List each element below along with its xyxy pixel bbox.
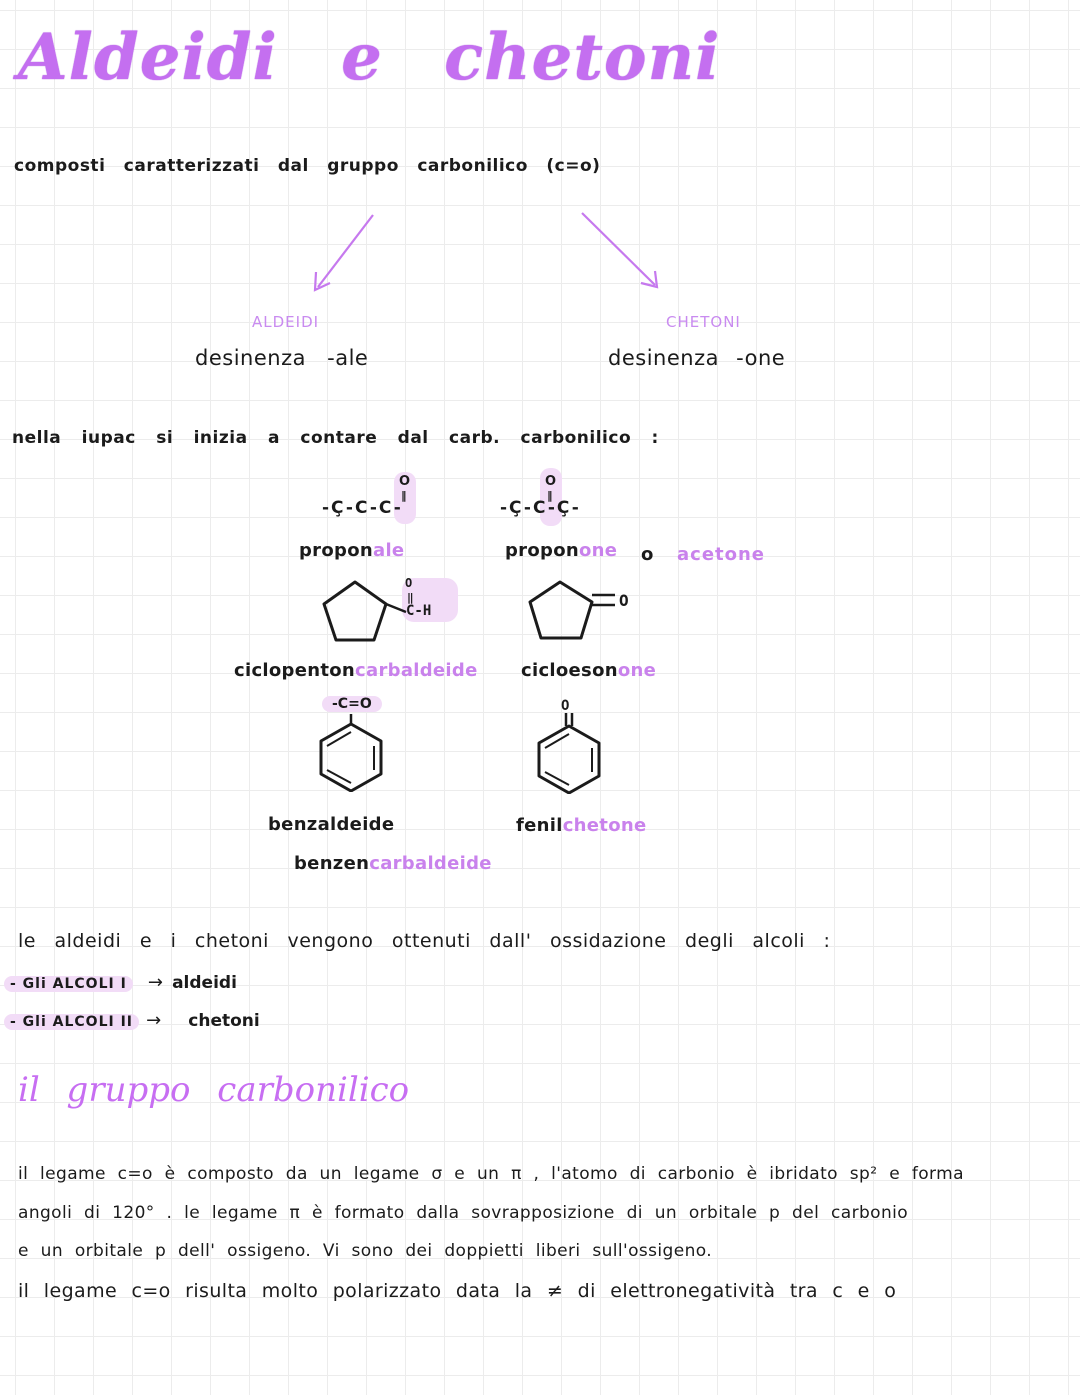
propanone-formula: O ‖ -Ç-C-Ç-	[498, 468, 618, 528]
phenyl-ring	[537, 724, 601, 794]
cicloesanone-suffix: one	[617, 660, 657, 681]
fenilchetone-name: fenilchetone	[516, 815, 647, 836]
section-title-carbonyl: il gruppo carbonilico	[18, 1070, 410, 1110]
arrow-right-icon: →	[146, 1010, 162, 1031]
propanone-suffix: one	[579, 540, 618, 561]
aldeidi-result: aldeidi	[172, 973, 237, 993]
ketone-chain: -Ç-C-Ç-	[500, 498, 581, 518]
cyclopentane-ring	[322, 580, 388, 642]
ketone-double-bond: ‖	[547, 489, 553, 502]
alcoli-primari-label: - Gli ALCOLI I	[4, 976, 133, 992]
title-word-aldeidi: Aldeidi	[18, 20, 278, 95]
ciclopentan-name: ciclopentoncarbaldeide	[234, 660, 478, 681]
carbonyl-highlight	[394, 472, 416, 524]
oxidation-item-1: - Gli ALCOLI I → aldeidi	[4, 972, 237, 993]
ciclopentan-suffix: carbaldeide	[355, 660, 478, 681]
benzene-inner-1	[326, 731, 352, 747]
iupac-line: nella iupac si inizia a contare dal carb…	[12, 428, 659, 448]
cyclic-ketone-ring	[528, 580, 594, 640]
arrow-right-head	[640, 270, 659, 289]
chetoni-result: chetoni	[188, 1011, 260, 1031]
acetone-name: acetone	[677, 544, 766, 565]
arrow-right-icon: →	[147, 972, 163, 993]
cho-double: ‖	[407, 591, 414, 604]
fenil-suffix: chetone	[562, 815, 647, 836]
cho-oxygen: O	[405, 576, 412, 590]
cyclic-ketone-oxygen: O	[619, 591, 629, 610]
phenyl-ketone-oxygen: O	[561, 698, 569, 714]
ciclopentan-base: ciclopenton	[234, 660, 356, 681]
paragraph-line-4: il legame c=o risulta molto polarizzato …	[18, 1280, 897, 1302]
intro-line: composti caratterizzati dal gruppo carbo…	[14, 156, 601, 176]
or-word: o	[641, 544, 654, 565]
chetoni-suffix: desinenza -one	[608, 346, 786, 370]
propanale-base: propon	[299, 540, 373, 561]
title-word-chetoni: chetoni	[444, 20, 721, 95]
oxidation-line: le aldeidi e i chetoni vengono ottenuti …	[18, 930, 831, 952]
benzencarbaldeide-name: benzencarbaldeide	[294, 853, 492, 874]
cicloesanone-base: cicloeson	[521, 660, 618, 681]
phenyl-ketone-structure: O	[537, 698, 601, 794]
cyclopentane-aldehyde-structure: O ‖ C-H	[322, 576, 458, 642]
ring-to-cho-bond	[385, 602, 407, 614]
propanone-name: proponone	[505, 540, 617, 561]
title-word-e: e	[341, 20, 383, 95]
propanale-suffix: ale	[373, 540, 405, 561]
branch-arrows	[313, 212, 659, 292]
benzen-base: benzen	[294, 853, 370, 874]
propanale-formula: O ‖ -Ç-C-C-	[318, 472, 438, 528]
aldeidi-label: ALDEIDI	[252, 313, 320, 331]
benzene-ring	[319, 722, 383, 792]
propanale-name: proponale	[299, 540, 404, 561]
chetoni-label: CHETONI	[666, 313, 741, 331]
paragraph-line-3: e un orbitale p dell' ossigeno. Vi sono …	[18, 1241, 713, 1261]
paragraph-line-2: angoli di 120° . le legame π è formato d…	[18, 1203, 909, 1223]
arrow-left	[317, 214, 374, 288]
paragraph-line-1: il legame c=o è composto da un legame σ …	[18, 1164, 964, 1184]
benz-group-label: -C=O	[322, 696, 382, 712]
double-bond-mark: ‖	[401, 489, 407, 502]
propanone-base: propon	[505, 540, 579, 561]
cho-text: C-H	[406, 603, 431, 619]
benzene-inner-3	[326, 769, 352, 784]
page-title: Aldeidi e chetoni	[18, 20, 720, 95]
phenyl-inner-3	[544, 771, 570, 786]
ketone-highlight	[540, 468, 562, 526]
fenil-base: fenil	[516, 815, 563, 836]
cicloesanone-name: cicloesonone	[521, 660, 656, 681]
ketone-oxygen: O	[545, 474, 557, 489]
benzaldeide-name: benzaldeide	[268, 814, 395, 835]
arrow-right	[581, 212, 656, 286]
oxidation-item-2: - Gli ALCOLI II → chetoni	[4, 1010, 260, 1031]
benzaldehyde-structure	[319, 714, 383, 792]
aldeidi-suffix: desinenza -ale	[195, 346, 369, 370]
carbonyl-oxygen: O	[399, 474, 411, 489]
cho-highlight	[402, 578, 458, 622]
benzen-suffix: carbaldeide	[369, 853, 492, 874]
alcoli-secondari-label: - Gli ALCOLI II	[4, 1014, 140, 1030]
arrow-left-head	[313, 271, 331, 292]
cyclic-ketone-structure: O	[528, 580, 629, 640]
phenyl-inner-1	[544, 733, 570, 749]
aldehyde-chain: -Ç-C-C-	[322, 498, 403, 518]
